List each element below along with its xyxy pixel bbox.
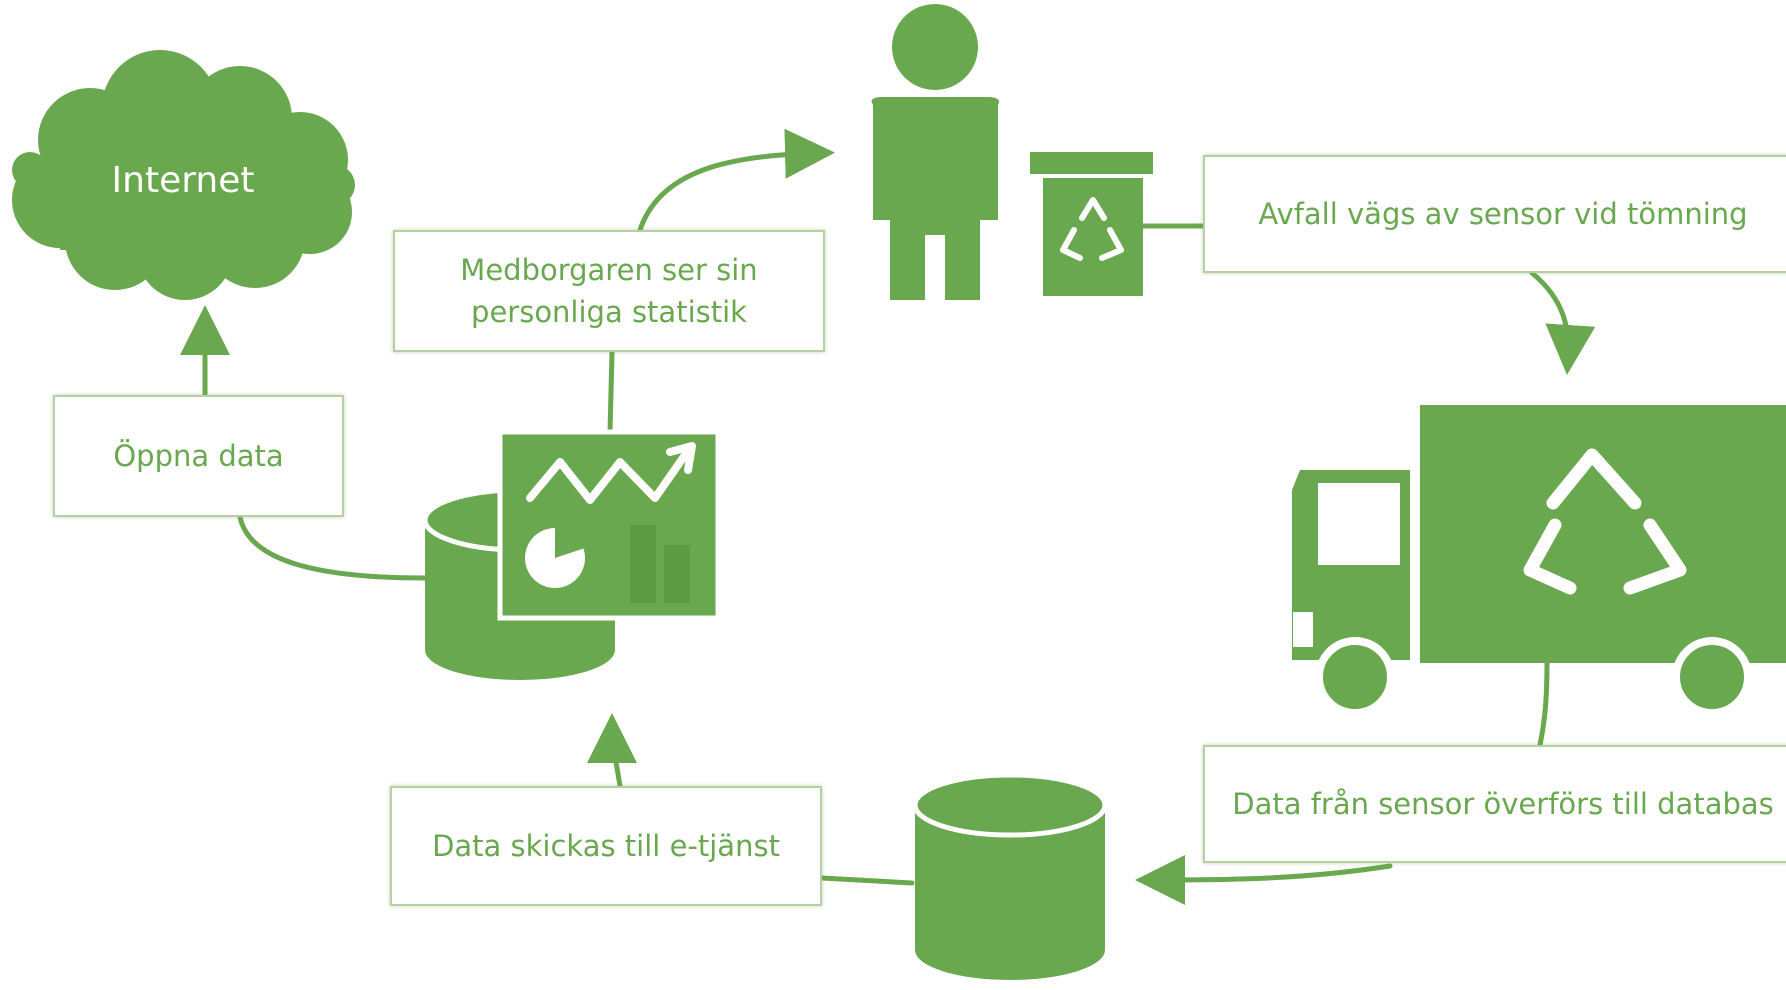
arrow-medborgaren-to-person — [637, 128, 835, 233]
step-box-avfall: Avfall vägs av sensor vid tömning — [1203, 155, 1786, 273]
person-icon — [871, 4, 999, 300]
line-db-to-eservice — [819, 875, 915, 886]
step-box-medborgaren: Medborgaren ser sin personliga statistik — [393, 230, 825, 352]
recycling-bin-icon — [1030, 152, 1153, 296]
connector-lines — [180, 128, 1596, 905]
cloud-icon — [12, 50, 355, 300]
internet-label: Internet — [111, 160, 255, 201]
arrow-eservice-to-analytics — [587, 713, 638, 789]
line-db-to-oppna — [237, 514, 428, 581]
line-analytics-to-medborgaren — [607, 349, 615, 435]
analytics-database-icon — [422, 429, 721, 680]
step-box-e-tjanst: Data skickas till e-tjänst — [390, 786, 822, 906]
arrow-data-sensor-to-db — [1135, 854, 1393, 905]
line-truck-to-data-sensor — [1537, 657, 1550, 748]
garbage-truck-icon — [1292, 405, 1786, 717]
arrow-avfall-to-truck — [1529, 270, 1596, 375]
database-icon — [912, 772, 1108, 980]
step-box-data-sensor: Data från sensor överförs till databas — [1203, 745, 1786, 863]
step-box-oppna-data: Öppna data — [53, 395, 344, 517]
